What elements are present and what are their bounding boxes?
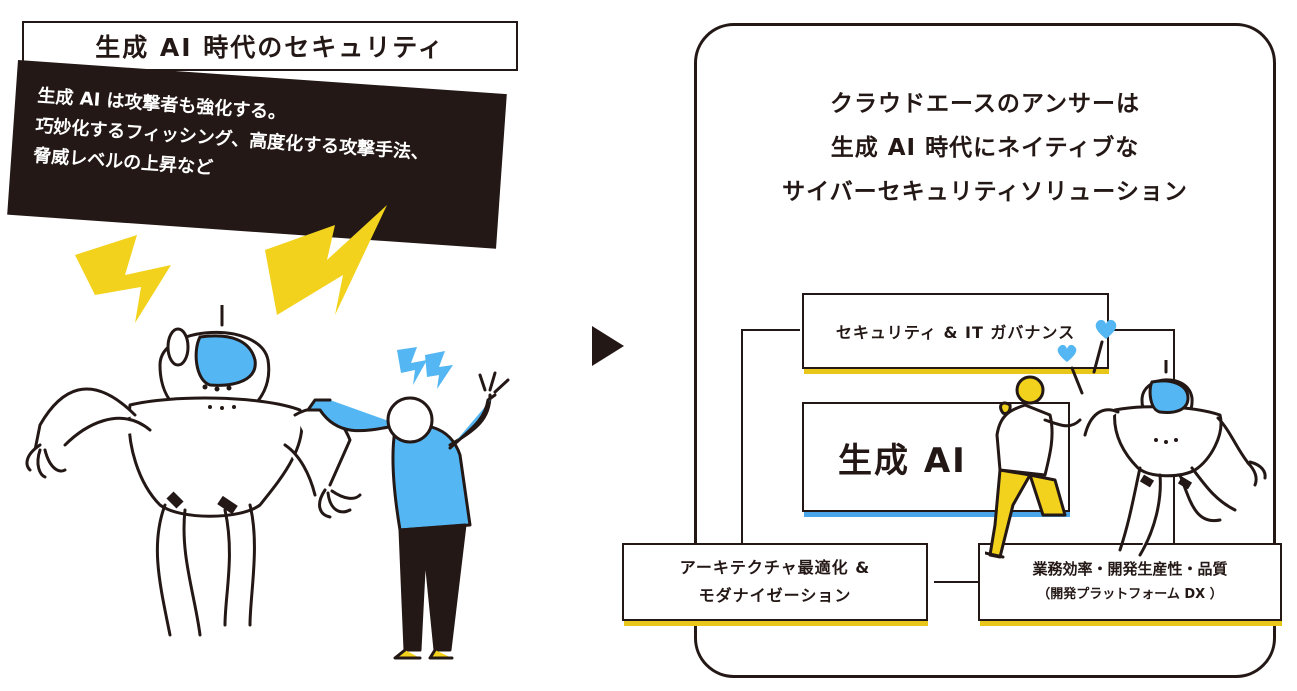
robot-icon [25, 305, 362, 637]
genai-box: 生成 AI [802, 402, 1070, 512]
lightning-bolt-icon [75, 235, 171, 323]
business-dx-box: 業務効率・開発生産性・品質 （開発プラットフォーム DX ） [978, 543, 1282, 621]
person-icon [985, 375, 1082, 559]
architecture-box: アーキテクチャ最適化 & モダナイゼーション [622, 543, 928, 621]
business-line-1: 業務効率・開発生産性・品質 [1032, 560, 1228, 578]
answer-heading: クラウドエースのアンサーは 生成 AI 時代にネイティブな サイバーセキュリティ… [694, 82, 1276, 214]
business-box-underline [980, 621, 1282, 626]
lightning-bolt-icon [265, 205, 387, 315]
person-icon [306, 371, 510, 660]
left-title-box: 生成 AI 時代のセキュリティ [22, 21, 518, 71]
threat-callout: 生成 AI は攻撃者も強化する。 巧妙化するフィッシング、高度化する攻撃手法、 … [7, 60, 507, 249]
heading-line-3: サイバーセキュリティソリューション [782, 179, 1188, 205]
architecture-line-1: アーキテクチャ最適化 & [679, 558, 871, 577]
heading-line-1: クラウドエースのアンサーは [830, 91, 1140, 117]
genai-label: 生成 AI [838, 440, 967, 481]
architecture-box-underline [624, 621, 928, 626]
security-box-underline [804, 369, 1109, 374]
security-governance-box: セキュリティ & IT ガバナンス [802, 293, 1109, 369]
lightning-bolt-icon [397, 347, 453, 389]
genai-box-underline [804, 512, 1070, 517]
left-title: 生成 AI 時代のセキュリティ [95, 33, 445, 62]
security-governance-label: セキュリティ & IT ガバナンス [835, 323, 1076, 342]
business-line-2: （開発プラットフォーム DX ） [1037, 587, 1223, 602]
arrow-right-icon [592, 326, 624, 366]
sparkle-lines [1070, 340, 1104, 395]
heading-line-2: 生成 AI 時代にネイティブな [830, 135, 1140, 161]
robot-icon [1083, 360, 1267, 557]
heart-icon [1057, 344, 1077, 362]
architecture-line-2: モダナイゼーション [698, 586, 852, 605]
heart-icon [1095, 319, 1117, 339]
